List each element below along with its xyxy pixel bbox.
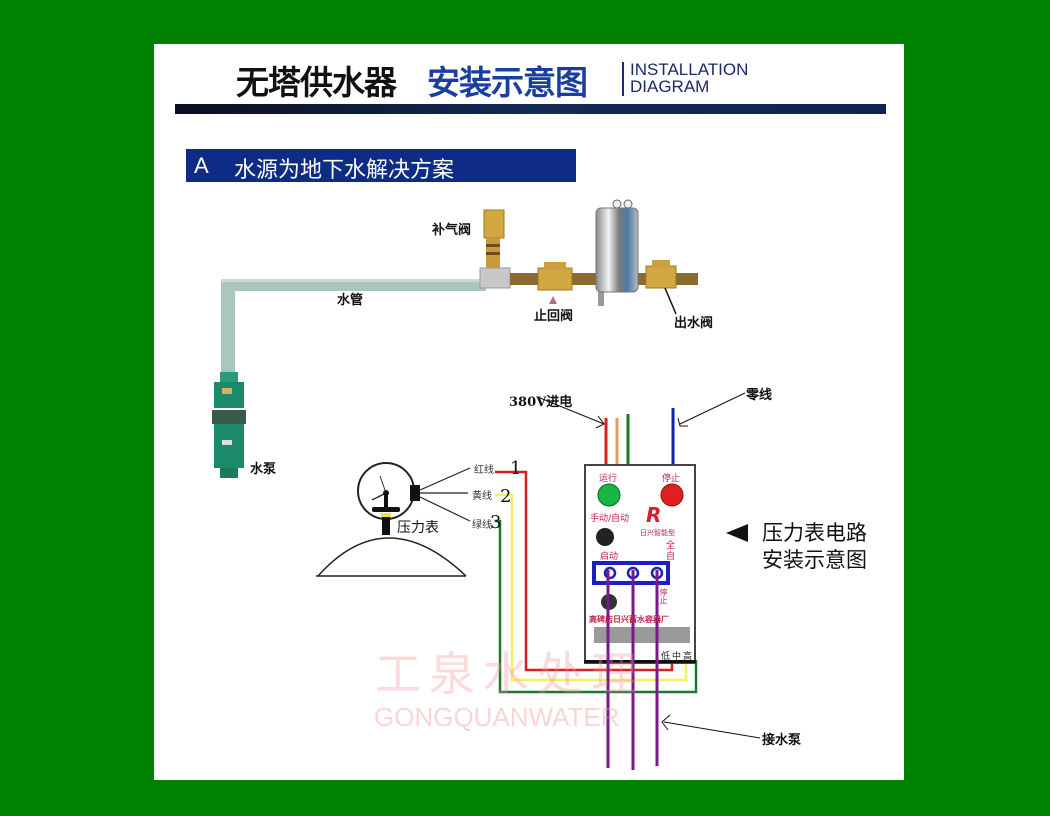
terminal-number-1: 1 <box>510 458 522 479</box>
label-air-valve: 补气阀 <box>432 223 472 238</box>
controller-brand: 日兴智能型 <box>640 529 675 537</box>
side-note-line2: 安装示意图 <box>762 548 867 572</box>
controller-level-high: 高 <box>683 652 693 662</box>
label-yellow-wire: 黄线 <box>472 491 492 502</box>
controller-box <box>584 464 696 664</box>
label-check-valve: 止回阀 <box>534 309 574 324</box>
header-en-line1: INSTALLATION <box>630 60 749 79</box>
water-pipe <box>221 279 604 379</box>
watermark-cn: 工泉水处理 <box>375 647 645 701</box>
header-divider-bar <box>175 104 886 114</box>
outlet-valve-icon <box>645 260 677 315</box>
controller-full-auto-1: 全 <box>666 541 676 551</box>
submersible-pump-icon <box>212 372 246 478</box>
label-red-wire: 红线 <box>474 465 494 476</box>
header-title-english: INSTALLATION DIAGRAM <box>630 61 748 95</box>
controller-manual-auto-label: 手动/自动 <box>590 514 630 524</box>
air-valve-icon <box>483 209 505 268</box>
controller-run-label: 运行 <box>599 474 618 484</box>
controller-level-low: 低 <box>661 652 671 662</box>
section-letter: A <box>194 153 209 178</box>
check-valve-icon <box>537 262 573 304</box>
label-neutral: 零线 <box>746 388 773 403</box>
header-title-product: 无塔供水器 <box>236 63 397 102</box>
controller-stop2-label: 停止 <box>659 588 668 604</box>
pump-output-wires <box>606 570 761 770</box>
header-separator <box>622 62 624 96</box>
gauge-signal-wires <box>495 470 698 694</box>
header-title-installation: 安装示意图 <box>427 63 588 102</box>
label-green-wire: 绿线 <box>472 520 492 531</box>
terminal-number-3: 3 <box>490 512 502 533</box>
controller-start-label: 启动 <box>600 552 619 562</box>
pointer-arrow-icon <box>726 524 748 542</box>
watermark-en: GONGQUANWATER <box>374 702 620 732</box>
label-power-in: 380V进电 <box>509 395 573 410</box>
power-wires <box>539 392 746 466</box>
section-title: 水源为地下水解决方案 <box>234 158 455 183</box>
controller-stop-label: 停止 <box>662 474 681 484</box>
header-en-line2: DIAGRAM <box>630 77 710 96</box>
tee-fitting <box>479 267 511 289</box>
label-pump: 水泵 <box>250 462 277 477</box>
side-note-line1: 压力表电路 <box>762 521 867 545</box>
label-water-pipe: 水管 <box>337 293 364 308</box>
controller-maker: 高碑店日兴蓄水容器厂 <box>589 615 669 624</box>
section-heading: A 水源为地下水解决方案 <box>186 149 576 183</box>
pressure-gauge-icon <box>357 462 471 535</box>
tank-dome <box>316 537 467 577</box>
terminal-number-2: 2 <box>500 486 512 507</box>
controller-full-auto-2: 自 <box>666 552 676 562</box>
controller-level-mid: 中 <box>672 652 682 662</box>
label-pressure-gauge: 压力表 <box>397 520 439 536</box>
side-note: 压力表电路 安装示意图 <box>762 520 867 574</box>
pressure-tank-icon <box>595 199 639 293</box>
controller-logo: R <box>646 503 662 527</box>
label-outlet-valve: 出水阀 <box>674 316 714 331</box>
label-to-pump: 接水泵 <box>762 733 802 748</box>
